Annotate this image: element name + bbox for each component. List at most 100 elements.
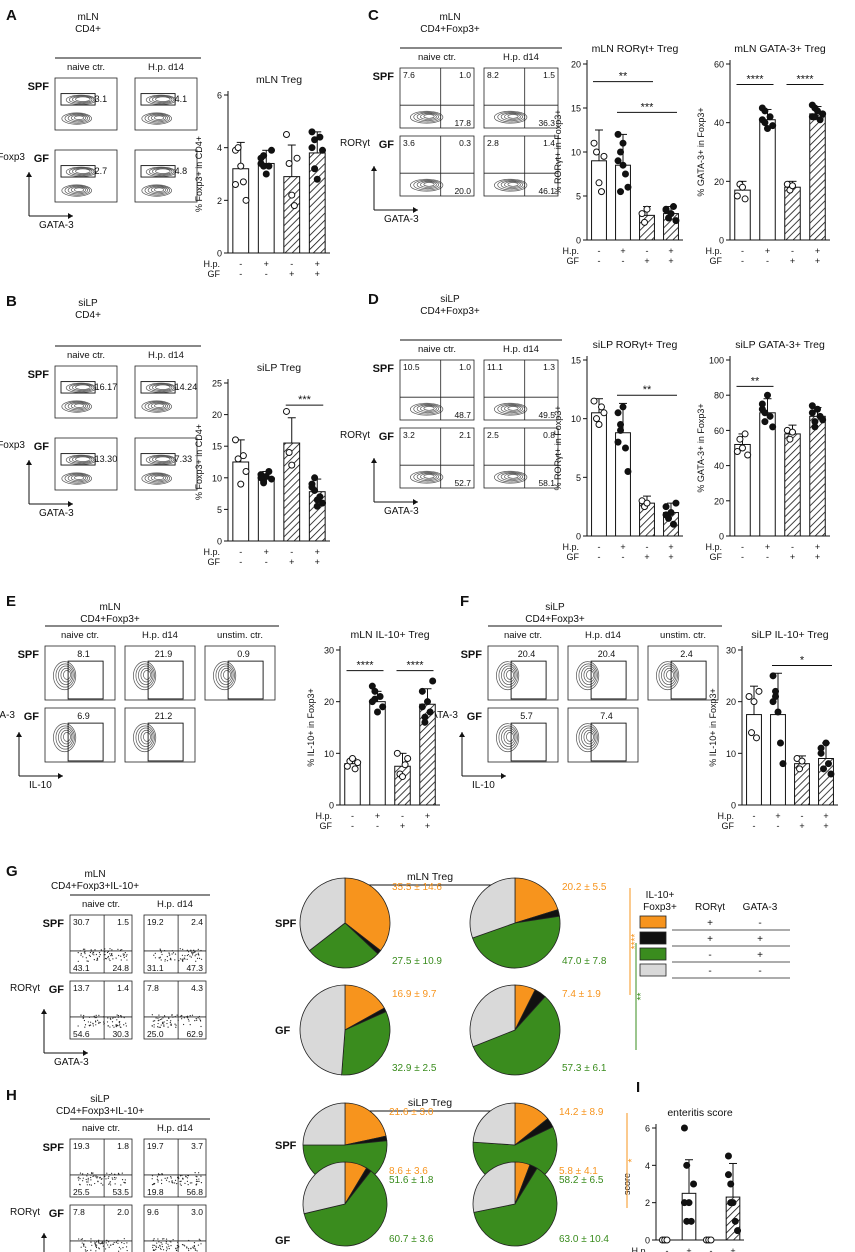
- event-dot: [106, 1021, 109, 1023]
- x-axis-label: IL-10: [472, 780, 495, 791]
- event-dot: [171, 1180, 173, 1182]
- hp-indicator: -: [598, 246, 601, 256]
- contour-ring: [410, 470, 444, 484]
- event-dot: [95, 1250, 97, 1252]
- event-dot: [168, 954, 171, 956]
- event-dot: [98, 952, 101, 954]
- plot-cell: 4.1: [134, 77, 198, 131]
- event-dot: [95, 1021, 97, 1023]
- contour-ring: [73, 187, 85, 192]
- pie-slice: [472, 1161, 516, 1213]
- event-dot: [186, 1017, 189, 1019]
- event-dot: [77, 960, 79, 962]
- event-dot: [109, 1184, 112, 1186]
- event-dot: [161, 1173, 163, 1175]
- quadrant-value-ur: 2.1: [459, 430, 471, 440]
- flow-gate-title: CD4+Foxp3+: [80, 614, 140, 625]
- event-dot: [196, 957, 199, 959]
- contour-ring: [67, 114, 89, 123]
- green-slice-label: 32.9 ± 2.5: [392, 1063, 437, 1074]
- row-label: SPF: [43, 1142, 65, 1154]
- event-dot: [90, 949, 92, 951]
- data-point: [745, 693, 753, 700]
- gf-indicator: +: [790, 552, 795, 562]
- contour-ring: [72, 384, 93, 391]
- y-axis-label: Foxp3: [0, 440, 25, 451]
- legend-gata3-sign: +: [757, 934, 763, 945]
- data-point: [727, 1180, 735, 1188]
- y-axis-label: RORγt: [340, 430, 370, 441]
- contour-ring: [53, 661, 77, 691]
- event-dot: [179, 1183, 181, 1185]
- event-dot: [195, 1180, 198, 1182]
- y-axis-arrowhead: [26, 460, 32, 465]
- event-dot: [123, 956, 125, 959]
- data-point: [617, 148, 625, 156]
- event-dot: [187, 951, 190, 953]
- contour-ring: [503, 729, 516, 745]
- contour-ring: [155, 96, 171, 102]
- quadrant-value-ur: 0.3: [459, 138, 471, 148]
- event-dot: [119, 949, 122, 951]
- contour-ring: [64, 185, 91, 196]
- quadrant-value-ur: 0.8: [543, 430, 555, 440]
- contour-ring: [656, 661, 680, 691]
- hp-indicator: -: [239, 547, 242, 557]
- event-dot: [194, 1172, 196, 1174]
- y-tick-label: 0: [731, 801, 736, 811]
- contour-ring: [153, 115, 165, 120]
- data-point: [827, 770, 835, 778]
- gate-value: 0.9: [237, 649, 250, 659]
- data-point: [282, 407, 290, 415]
- data-point: [399, 773, 406, 781]
- data-point: [638, 210, 646, 218]
- event-dot: [79, 1178, 81, 1180]
- contour-ring: [61, 400, 92, 413]
- event-dot: [183, 957, 185, 959]
- event-dot: [106, 1172, 108, 1174]
- contour-ring: [144, 401, 171, 412]
- event-dot: [159, 1244, 161, 1246]
- contour-ring: [583, 667, 596, 683]
- event-dot: [189, 1182, 191, 1184]
- event-dot: [100, 1242, 102, 1244]
- quadrant-value-ul: 7.8: [73, 1207, 85, 1217]
- event-dot: [154, 1020, 156, 1022]
- data-point: [260, 152, 268, 160]
- event-dot: [197, 952, 199, 954]
- contour-ring: [65, 454, 97, 465]
- quadrant-value-ul: 30.7: [73, 917, 90, 927]
- event-dot: [157, 1173, 160, 1175]
- event-dot: [88, 954, 91, 956]
- contour-ring: [72, 456, 93, 463]
- event-dot: [92, 1022, 94, 1024]
- hp-indicator: -: [598, 542, 601, 552]
- data-point: [672, 499, 680, 507]
- event-dot: [198, 1172, 200, 1174]
- event-dot: [187, 953, 189, 956]
- data-point: [619, 139, 627, 147]
- event-dot: [175, 1024, 177, 1026]
- event-dot: [77, 1025, 79, 1027]
- y-axis-label: GATA-3: [0, 710, 15, 721]
- green-slice-label: 63.0 ± 10.4: [559, 1234, 609, 1245]
- hp-indicator: -: [791, 542, 794, 552]
- y-axis-arrowhead: [459, 732, 465, 737]
- event-dot: [82, 956, 84, 958]
- data-point: [268, 475, 276, 483]
- event-dot: [168, 1245, 170, 1247]
- plot-cell: 21.2: [124, 707, 196, 763]
- data-point: [808, 101, 816, 109]
- quadrant-value-ur: 1.5: [117, 917, 129, 927]
- data-point: [752, 734, 760, 742]
- event-dot: [182, 1178, 184, 1180]
- event-dot: [195, 953, 197, 956]
- event-dot: [124, 1179, 126, 1181]
- event-dot: [85, 1178, 87, 1181]
- contour-ring: [153, 187, 165, 192]
